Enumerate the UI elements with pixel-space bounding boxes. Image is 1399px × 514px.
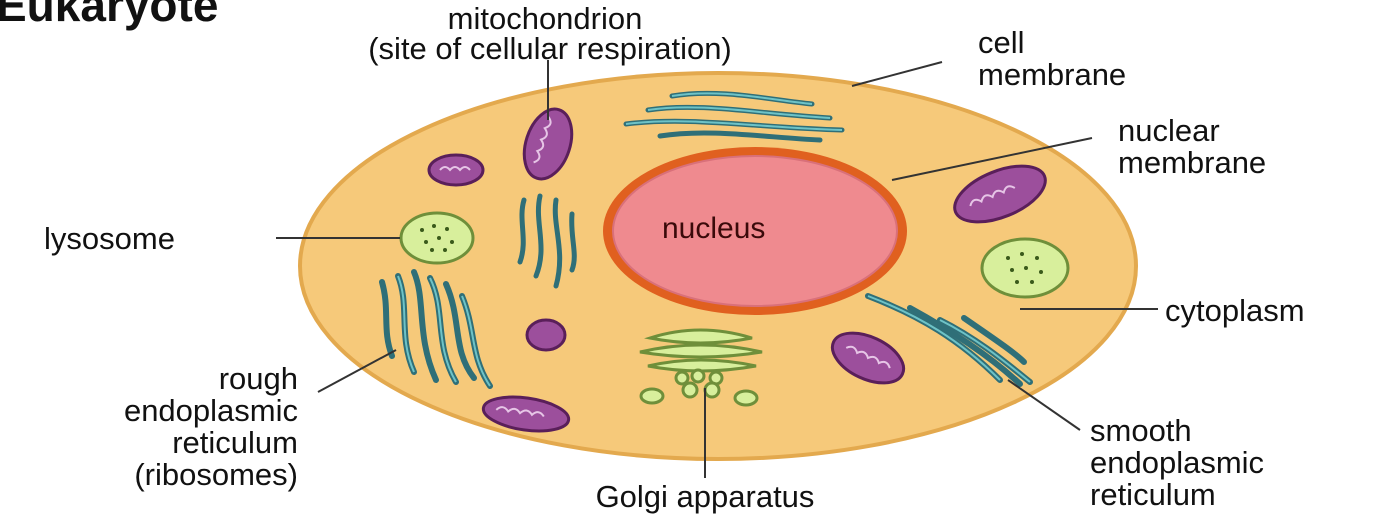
label-cytoplasm: cytoplasm	[1165, 294, 1305, 327]
label-lysosome: lysosome	[44, 222, 175, 255]
label-rough-er-line3: reticulum	[0, 426, 298, 459]
label-mitochondrion-note: (site of cellular respiration)	[250, 32, 850, 65]
mitochondrion-small-left	[429, 155, 483, 185]
label-smooth-er-line1: smooth	[1090, 414, 1192, 447]
label-golgi-apparatus: Golgi apparatus	[510, 480, 900, 513]
label-nuclear-membrane-line1: nuclear	[1118, 114, 1220, 147]
label-rough-er-line4: (ribosomes)	[0, 458, 298, 491]
label-smooth-er-line3: reticulum	[1090, 478, 1216, 511]
page-title: Eukaryote	[0, 0, 218, 32]
label-cell-membrane-line1: cell	[978, 26, 1025, 59]
lysosome-right	[982, 239, 1068, 297]
mitochondrion-small-bottom	[527, 320, 565, 350]
label-rough-er-line2: endoplasmic	[0, 394, 298, 427]
label-rough-er-line1: rough	[0, 362, 298, 395]
label-nucleus: nucleus	[662, 212, 765, 246]
lysosome-left	[401, 213, 473, 263]
label-cell-membrane-line2: membrane	[978, 58, 1126, 91]
label-smooth-er-line2: endoplasmic	[1090, 446, 1264, 479]
label-nuclear-membrane-line2: membrane	[1118, 146, 1266, 179]
